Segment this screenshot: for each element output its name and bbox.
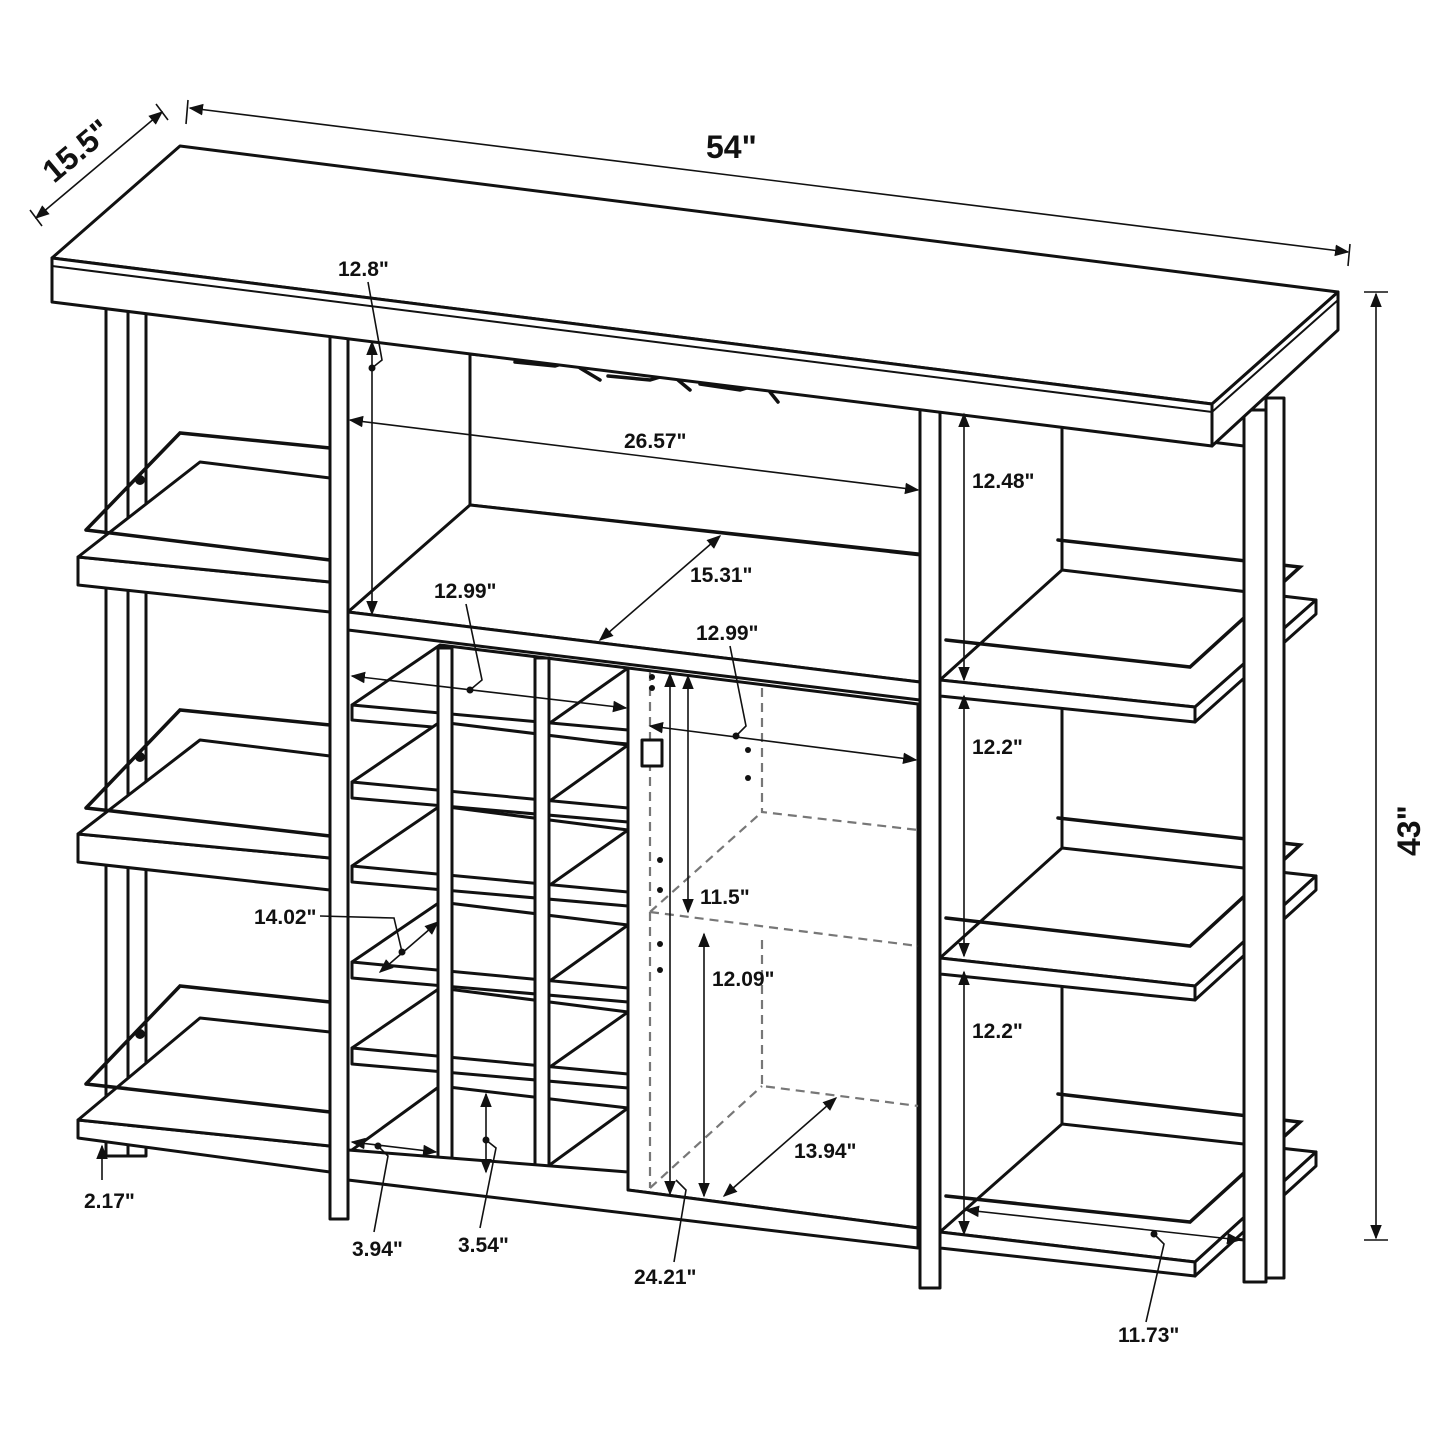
furniture-outline xyxy=(50,144,1340,1290)
overall-height-label: 43" xyxy=(1391,805,1427,856)
center-left-upright xyxy=(328,332,350,1221)
overall-depth-label: 15.5" xyxy=(35,112,117,189)
center-shelf-depth-label: 15.31" xyxy=(690,564,753,587)
top-to-shelf-label: 12.8" xyxy=(338,258,389,281)
cabinet-lower-height-label: 12.09" xyxy=(712,968,775,991)
rack-leg-spacing-label: 3.94" xyxy=(352,1238,403,1261)
side-upper-gap-label: 12.48" xyxy=(972,470,1035,493)
wine-rack xyxy=(350,643,630,1176)
cabinet-width-label: 12.99" xyxy=(696,622,759,645)
center-opening-width-label: 26.57" xyxy=(624,430,687,453)
right-back-leg-inner xyxy=(1264,396,1286,1280)
left-back-leg xyxy=(104,304,130,1158)
rack-base-height-label: 3.54" xyxy=(458,1234,509,1257)
center-right-upright xyxy=(918,406,942,1290)
side-lower-gap-label: 12.2" xyxy=(972,1020,1023,1043)
cabinet-depth-label: 13.94" xyxy=(794,1140,857,1163)
left-rail-2 xyxy=(84,708,332,838)
right-back-leg xyxy=(1242,408,1268,1284)
right-shelves xyxy=(938,422,1318,1278)
left-rail-1 xyxy=(84,431,332,562)
cabinet xyxy=(626,666,920,1230)
cabinet-total-height-label: 24.21" xyxy=(634,1266,697,1289)
cabinet-knob xyxy=(640,738,664,768)
side-middle-gap-label: 12.2" xyxy=(972,736,1023,759)
overall-width-label: 54" xyxy=(706,129,757,165)
left-rail-3 xyxy=(84,984,332,1114)
floor-clearance-label: 2.17" xyxy=(84,1190,135,1213)
dimension-lines xyxy=(29,99,1388,1323)
cabinet-upper-height-label: 11.5" xyxy=(700,886,750,909)
wine-rack-width-label: 12.99" xyxy=(434,580,497,603)
side-shelf-width-label: 11.73" xyxy=(1118,1324,1179,1347)
table-top-side xyxy=(1210,290,1340,448)
wine-cell-depth-label: 14.02" xyxy=(254,906,317,929)
